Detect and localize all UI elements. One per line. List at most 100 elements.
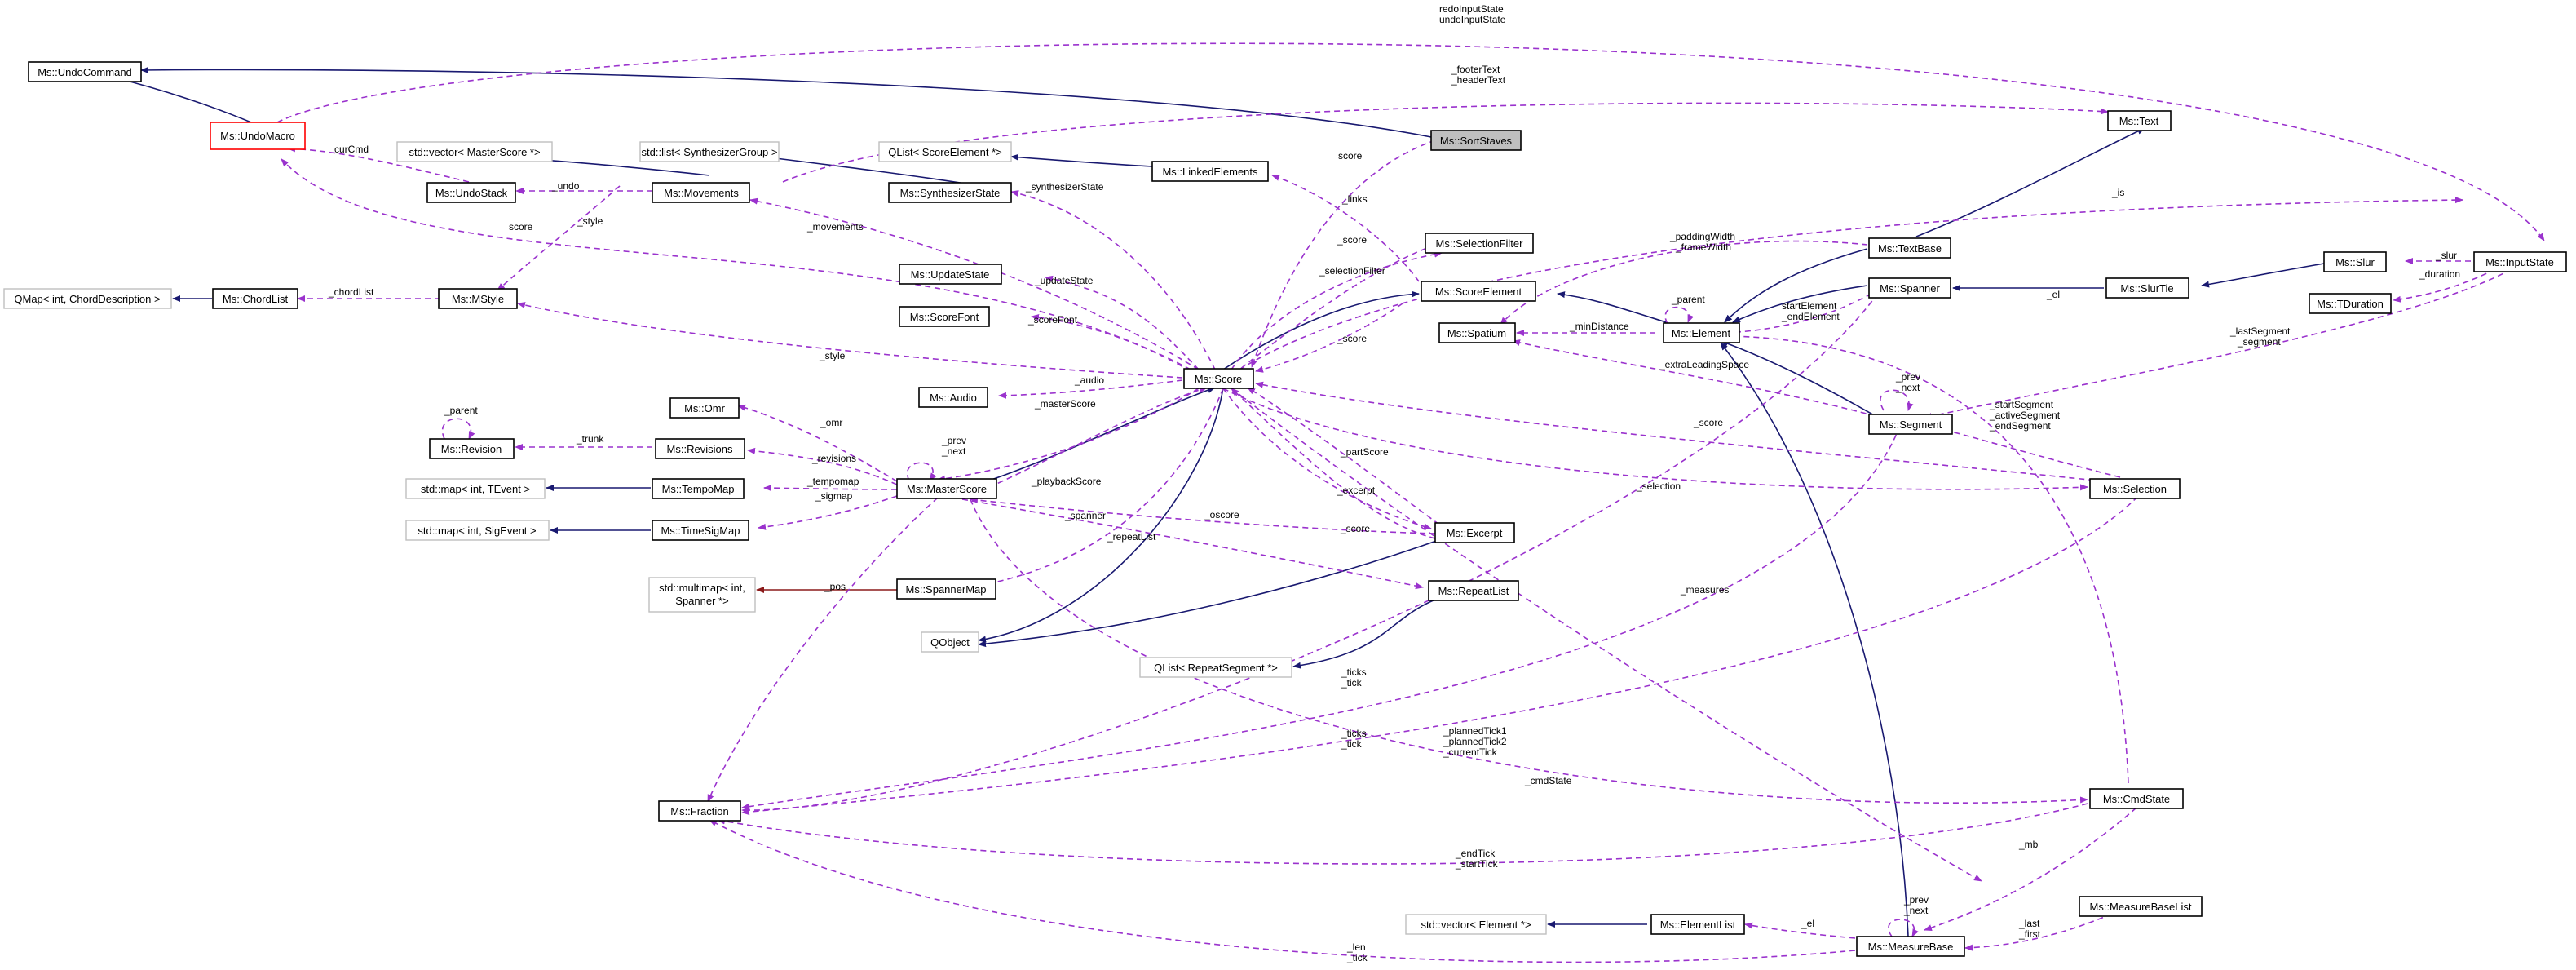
label-endstart: _endTick: [1455, 848, 1496, 859]
edge-planned: [741, 285, 1885, 814]
edges: [113, 42, 2545, 963]
node-textbase[interactable]: Ms::TextBase: [1868, 237, 1951, 259]
label-ticks-2: _ticks: [1341, 728, 1367, 739]
node-undostack[interactable]: Ms::UndoStack: [426, 182, 516, 203]
node-inputstate[interactable]: Ms::InputState: [2473, 251, 2567, 272]
node-revision[interactable]: Ms::Revision: [429, 438, 515, 459]
edge-score-sortstaves: [1251, 140, 1436, 368]
node-spannermap[interactable]: Ms::SpannerMap: [896, 578, 996, 600]
label-score-excerpt: _score: [1340, 523, 1370, 534]
label-oscore: _oscore: [1204, 509, 1239, 520]
edge-score-selectionfilter: [1239, 244, 1436, 370]
svg-text:Ms::Excerpt: Ms::Excerpt: [1447, 527, 1503, 539]
node-timesigmap[interactable]: Ms::TimeSigMap: [652, 520, 749, 541]
node-tempomap[interactable]: Ms::TempoMap: [652, 478, 745, 499]
node-scorefont[interactable]: Ms::ScoreFont: [899, 306, 990, 327]
node-qlist-repeatsegment[interactable]: QList< RepeatSegment *>: [1139, 657, 1292, 678]
edge-spanner: [978, 388, 1224, 588]
node-text[interactable]: Ms::Text: [2107, 110, 2172, 131]
node-undomacro[interactable]: Ms::UndoMacro: [210, 122, 306, 150]
edge-prev-next-segment: [1880, 389, 1914, 411]
svg-text:Ms::ChordList: Ms::ChordList: [223, 293, 289, 305]
label-duration: _duration: [2419, 268, 2460, 280]
svg-text:std::vector< Element *>: std::vector< Element *>: [1421, 919, 1531, 931]
node-masterscore[interactable]: Ms::MasterScore: [896, 478, 997, 499]
node-segment[interactable]: Ms::Segment: [1868, 414, 1953, 435]
node-undocommand[interactable]: Ms::UndoCommand: [28, 61, 142, 82]
label-prev-next-master: _next: [941, 445, 966, 457]
edge-updatestate: [1045, 275, 1200, 370]
svg-text:Ms::MStyle: Ms::MStyle: [452, 293, 504, 305]
node-list-synthgroup[interactable]: std::list< SynthesizerGroup >: [639, 141, 780, 162]
svg-text:Ms::LinkedElements: Ms::LinkedElements: [1162, 166, 1258, 178]
node-spatium[interactable]: Ms::Spatium: [1438, 322, 1516, 343]
node-map-sigevent[interactable]: std::map< int, SigEvent >: [405, 520, 550, 541]
edge-is: [1239, 197, 2463, 370]
label-sigmap: _sigmap: [815, 490, 853, 502]
node-synthesizerstate[interactable]: Ms::SynthesizerState: [888, 182, 1012, 203]
node-movements[interactable]: Ms::Movements: [652, 182, 750, 203]
node-revisions[interactable]: Ms::Revisions: [655, 438, 745, 459]
node-score[interactable]: Ms::Score: [1183, 368, 1254, 389]
node-elementlist[interactable]: Ms::ElementList: [1650, 914, 1745, 935]
node-qmap-chorddesc[interactable]: QMap< int, ChordDescription >: [3, 288, 172, 309]
svg-text:QList< RepeatSegment *>: QList< RepeatSegment *>: [1154, 662, 1278, 674]
label-score-scoreelement: _score: [1337, 333, 1367, 344]
node-multimap-spanner[interactable]: std::multimap< int,Spanner *>: [648, 577, 756, 613]
node-slurtie[interactable]: Ms::SlurTie: [2105, 277, 2189, 299]
node-fraction[interactable]: Ms::Fraction: [658, 800, 741, 822]
node-vector-element[interactable]: std::vector< Element *>: [1405, 914, 1547, 935]
label-pos: _pos: [824, 581, 846, 592]
edge-sortstaves-undocommand: [140, 66, 1432, 138]
edge-parent-revision: [441, 418, 475, 440]
node-omr[interactable]: Ms::Omr: [669, 397, 740, 419]
edge-audio: [998, 379, 1183, 399]
node-updatestate[interactable]: Ms::UpdateState: [899, 264, 1002, 285]
svg-text:Ms::Spatium: Ms::Spatium: [1447, 327, 1506, 339]
svg-text:std::map< int, SigEvent >: std::map< int, SigEvent >: [418, 525, 536, 537]
node-cmdstate[interactable]: Ms::CmdState: [2089, 788, 2184, 809]
edge-scorefont: [1031, 313, 1191, 372]
label-ticks-1: _tick: [1341, 677, 1363, 689]
label-parent-revision: _parent: [444, 405, 478, 416]
svg-text:Ms::ScoreFont: Ms::ScoreFont: [910, 311, 979, 323]
edge-revisions: [747, 447, 898, 485]
label-selectionfilter: _selectionFilter: [1319, 265, 1385, 277]
svg-text:Ms::Movements: Ms::Movements: [664, 187, 739, 199]
node-tduration[interactable]: Ms::TDuration: [2309, 293, 2392, 314]
label-cmdstate: _cmdState: [1524, 775, 1572, 786]
node-qlist-scoreelement[interactable]: QList< ScoreElement *>: [878, 141, 1012, 162]
node-measurebaselist[interactable]: Ms::MeasureBaseList: [2079, 896, 2203, 917]
node-chordlist[interactable]: Ms::ChordList: [212, 288, 298, 309]
label-segs: _startSegment: [1989, 399, 2054, 410]
node-vector-masterscore[interactable]: std::vector< MasterScore *>: [396, 141, 553, 162]
svg-text:Ms::Slur: Ms::Slur: [2335, 256, 2375, 268]
node-excerpt[interactable]: Ms::Excerpt: [1434, 522, 1515, 543]
node-audio[interactable]: Ms::Audio: [918, 387, 988, 408]
node-selection[interactable]: Ms::Selection: [2089, 478, 2181, 499]
node-qobject[interactable]: QObject: [921, 631, 979, 653]
node-sortstaves[interactable]: Ms::SortStaves: [1430, 130, 1522, 151]
label-parent-element: _parent: [1671, 294, 1705, 305]
node-linkedelements[interactable]: Ms::LinkedElements: [1151, 161, 1269, 182]
node-selectionfilter[interactable]: Ms::SelectionFilter: [1425, 233, 1534, 254]
edge-duration: [2393, 268, 2496, 303]
edge-mb: [1924, 807, 2137, 931]
svg-text:Ms::Omr: Ms::Omr: [684, 402, 725, 414]
edge-element-scoreelement: [1557, 291, 1667, 323]
label-repeatlist: _repeatList: [1107, 531, 1156, 543]
svg-text:Ms::TextBase: Ms::TextBase: [1878, 242, 1942, 255]
label-selection: _selection: [1636, 481, 1681, 492]
node-map-tevent[interactable]: std::map< int, TEvent >: [405, 478, 546, 499]
node-slur[interactable]: Ms::Slur: [2323, 251, 2387, 272]
svg-text:Ms::MeasureBase: Ms::MeasureBase: [1868, 941, 1954, 953]
node-element[interactable]: Ms::Element: [1663, 322, 1740, 343]
node-scoreelement[interactable]: Ms::ScoreElement: [1421, 281, 1536, 302]
node-spanner[interactable]: Ms::Spanner: [1868, 277, 1951, 299]
svg-text:Ms::SynthesizerState: Ms::SynthesizerState: [900, 187, 1001, 199]
node-measurebase[interactable]: Ms::MeasureBase: [1856, 936, 1965, 957]
label-omr: _omr: [820, 417, 842, 428]
node-mstyle[interactable]: Ms::MStyle: [438, 288, 518, 309]
node-repeatlist[interactable]: Ms::RepeatList: [1428, 580, 1519, 601]
svg-text:Ms::SortStaves: Ms::SortStaves: [1440, 135, 1513, 147]
